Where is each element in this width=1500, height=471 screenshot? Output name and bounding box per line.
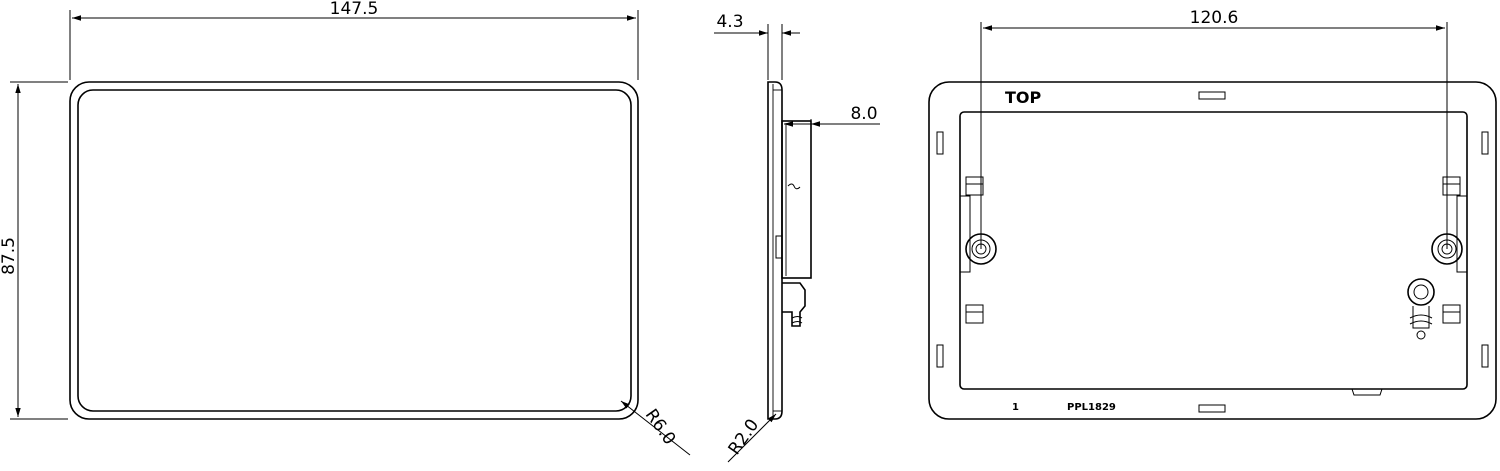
back-slot-left-upper	[936, 131, 944, 155]
front-height-label: 87.5	[0, 237, 19, 275]
front-view: 147.5 87.5 R6.0	[0, 0, 691, 456]
side-box-clip	[787, 183, 801, 190]
side-radius-leader	[727, 413, 777, 463]
back-part-label: PPL1829	[1067, 402, 1116, 413]
side-lug-screw	[791, 316, 803, 324]
back-clip-lower-left	[965, 304, 984, 324]
side-view: 4.3 8.0 R2.0	[714, 12, 880, 463]
side-plate-profile	[767, 81, 783, 420]
side-thickness-label: 4.3	[716, 12, 743, 32]
back-top-label: TOP	[1005, 88, 1042, 107]
back-box-opening	[959, 111, 1468, 390]
back-spacing-label: 120.6	[1190, 8, 1239, 28]
side-lug	[782, 282, 806, 327]
back-slot-bottom	[1198, 404, 1226, 413]
side-depth-label: 8.0	[850, 104, 877, 124]
back-clip-lower-right	[1442, 304, 1461, 324]
back-box-notch-bottom	[1351, 388, 1383, 396]
back-slot-right-lower	[1481, 344, 1489, 368]
front-plate-inner	[77, 89, 632, 412]
back-slot-left-lower	[936, 344, 944, 368]
back-clip-upper-right	[1442, 176, 1461, 196]
front-plate-outer	[69, 81, 639, 420]
back-number-label: 1	[1012, 402, 1019, 413]
side-radius-label: R2.0	[725, 415, 764, 458]
front-width-label: 147.5	[330, 0, 379, 19]
back-box-notch-right	[1456, 195, 1467, 273]
front-radius-leader	[620, 400, 691, 456]
back-plate-outer	[928, 81, 1497, 420]
back-slot-right-upper	[1481, 131, 1489, 155]
back-slot-top	[1198, 91, 1226, 100]
back-view: 120.6 TOP 1 PPL1829	[928, 8, 1497, 420]
side-box-bump	[775, 235, 783, 259]
back-clip-upper-left	[965, 176, 984, 196]
back-box-notch-left	[960, 195, 971, 273]
back-earth-terminal	[1407, 278, 1435, 340]
side-box-body	[781, 120, 812, 279]
